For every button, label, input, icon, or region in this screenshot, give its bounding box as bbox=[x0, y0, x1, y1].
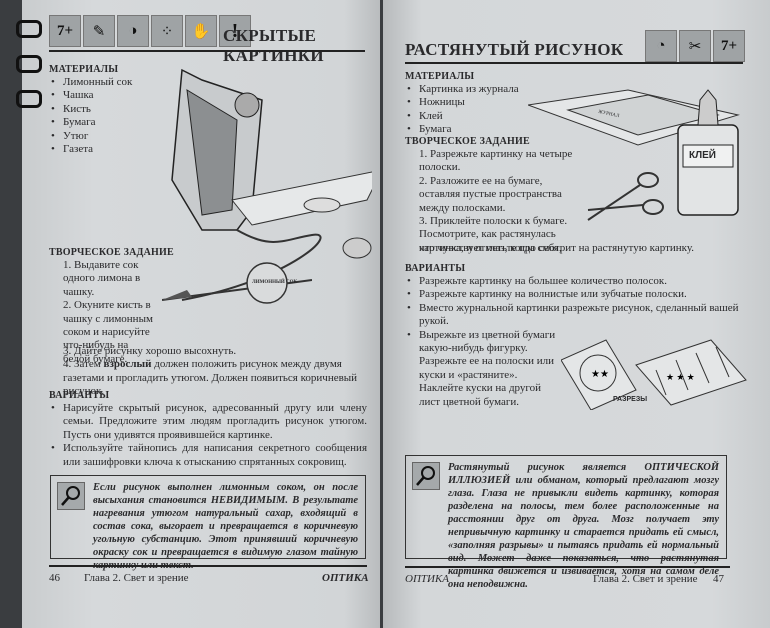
list-item: Разрежьте картинку на большее количество… bbox=[405, 275, 740, 289]
list-item: Бумага bbox=[49, 116, 132, 130]
list-item: Клей bbox=[405, 110, 519, 124]
magnifier-icon bbox=[57, 482, 85, 510]
step-item: 1. Разрежьте картинку на четыре полоски. bbox=[419, 148, 573, 174]
glue-label: КЛЕЙ bbox=[689, 150, 716, 161]
list-item: Утюг bbox=[49, 130, 132, 144]
hand-icon: ✋ bbox=[185, 15, 217, 47]
step-rest: должен положить рисунок между двумя газе… bbox=[63, 358, 358, 398]
iron-illustration bbox=[171, 68, 372, 301]
list-item: Бумага bbox=[405, 123, 519, 137]
variants-heading: ВАРИАНТЫ bbox=[49, 390, 110, 401]
dots-icon: ⁘ bbox=[151, 15, 183, 47]
step-item: 1. Выдавите сок одного лимона в чашку. bbox=[63, 259, 141, 298]
scissors-icon: ✂ bbox=[679, 30, 711, 62]
binder-ring bbox=[16, 20, 42, 38]
binder-ring bbox=[16, 90, 42, 108]
cuts-label: РАЗРЕЗЫ bbox=[613, 396, 648, 403]
variants-heading: ВАРИАНТЫ bbox=[405, 263, 466, 274]
chapter-label: Глава 2. Свет и зрение bbox=[84, 572, 189, 584]
age-7plus-icon: 7+ bbox=[713, 30, 745, 62]
step-item: 3. Дайте рисунку хорошо высохнуть. bbox=[63, 345, 237, 357]
page-number: 46 bbox=[49, 572, 60, 584]
page-number: 47 bbox=[713, 573, 724, 585]
task-heading: ТВОРЧЕСКОЕ ЗАДАНИЕ bbox=[405, 136, 530, 147]
age-7plus-icon: 7+ bbox=[49, 15, 81, 47]
step-item: 4. Затем взрослый должен положить рисуно… bbox=[49, 358, 369, 398]
step-tail: что чувствует глаз, когда смотрит на рас… bbox=[419, 242, 694, 254]
jar-label: ЛИМОННЫЙ СОК bbox=[252, 280, 298, 285]
list-item: Ножницы bbox=[405, 96, 519, 110]
stretched-stars-illustration: ★★ ★ ★ ★ bbox=[561, 339, 747, 410]
materials-heading: МАТЕРИАЛЫ bbox=[405, 71, 475, 82]
step-item: 2. Окуните кисть в чашку с лимонным соко… bbox=[63, 299, 153, 365]
footer-rule bbox=[49, 565, 367, 567]
binder-ring bbox=[16, 55, 42, 73]
pie-icon: ◔ bbox=[645, 30, 677, 62]
brush-and-jar-illustration bbox=[162, 262, 312, 304]
list-item: Лимонный сок bbox=[49, 76, 132, 90]
list-item: Используйте тайнопись для написания секр… bbox=[49, 442, 367, 469]
exclamation-icon: ! bbox=[219, 15, 251, 47]
list-item: Чашка bbox=[49, 89, 132, 103]
info-text: Если рисунок выполнен лимонным соком, он… bbox=[93, 482, 358, 571]
info-box: Если рисунок выполнен лимонным соком, он… bbox=[50, 475, 366, 571]
list-item: Картинка из журнала bbox=[405, 83, 519, 97]
steps-list: 1. Разрежьте картинку на четыре полоски.… bbox=[405, 148, 575, 255]
age-label: 7+ bbox=[720, 37, 738, 54]
page-title: РАСТЯНУТЫЙ РИСУНОК bbox=[405, 40, 624, 59]
list-item: Вместо журнальной картинки разрежьте рис… bbox=[405, 302, 740, 329]
list-item: Нарисуйте скрытый рисунок, адресованный … bbox=[49, 402, 367, 442]
materials-list: Картинка из журнала Ножницы Клей Бумага bbox=[405, 83, 519, 137]
list-item: Кисть bbox=[49, 103, 132, 117]
chapter-label: Глава 2. Свет и зрение bbox=[593, 573, 698, 585]
exclamation-mark: ! bbox=[231, 19, 239, 42]
step-item: 2. Разложите ее на бумаге, оставляя пуст… bbox=[419, 174, 562, 214]
step-item: 3. Приклейте полоски к бумаге. Посмотрит… bbox=[419, 215, 568, 254]
age-label: 7+ bbox=[56, 22, 74, 39]
title-rule bbox=[49, 50, 365, 52]
title-rule bbox=[405, 62, 743, 64]
info-box: Растянутый рисунок является ОПТИЧЕСКОЙ И… bbox=[405, 455, 727, 590]
section-label: ОПТИКА bbox=[405, 573, 449, 585]
steps-list-continued: 3. Дайте рисунку хорошо высохнуть. 4. За… bbox=[49, 345, 369, 399]
steps-list: 1. Выдавите сок одного лимона в чашку. 2… bbox=[49, 259, 157, 366]
half-circle-icon: ◑ bbox=[117, 15, 149, 47]
left-page: 7+ ✎ ◑ ⁘ ✋ ! СКРЫТЫЕ КАРТИНКИ МАТЕРИАЛЫ … bbox=[16, 0, 380, 628]
svg-text:★ ★ ★: ★ ★ ★ bbox=[666, 372, 695, 382]
list-item: Разрежьте картинку на волнистые или зубч… bbox=[405, 288, 740, 302]
magnifier-icon bbox=[412, 462, 440, 490]
svg-text:★★: ★★ bbox=[591, 369, 609, 380]
variants-list: Разрежьте картинку на большее количество… bbox=[405, 275, 740, 409]
brush-icon: ✎ bbox=[83, 15, 115, 47]
variants-list: Нарисуйте скрытый рисунок, адресованный … bbox=[49, 402, 367, 469]
step-bold: взрослый bbox=[103, 358, 152, 371]
section-label: ОПТИКА bbox=[322, 572, 369, 584]
list-item: Вырежьте из цветной бумаги какую-нибудь … bbox=[405, 329, 559, 409]
task-heading: ТВОРЧЕСКОЕ ЗАДАНИЕ bbox=[49, 247, 174, 258]
footer-rule bbox=[405, 566, 730, 568]
materials-list: Лимонный сок Чашка Кисть Бумага Утюг Газ… bbox=[49, 76, 132, 157]
magazine-glue-scissors-illustration bbox=[528, 89, 740, 221]
materials-heading: МАТЕРИАЛЫ bbox=[49, 64, 119, 75]
list-item: Газета bbox=[49, 143, 132, 157]
info-text: Растянутый рисунок является ОПТИЧЕСКОЙ И… bbox=[448, 462, 719, 590]
step-prefix: 4. Затем bbox=[63, 358, 104, 371]
right-page: РАСТЯНУТЫЙ РИСУНОК ◔ ✂ 7+ МАТЕРИАЛЫ Карт… bbox=[383, 0, 770, 628]
